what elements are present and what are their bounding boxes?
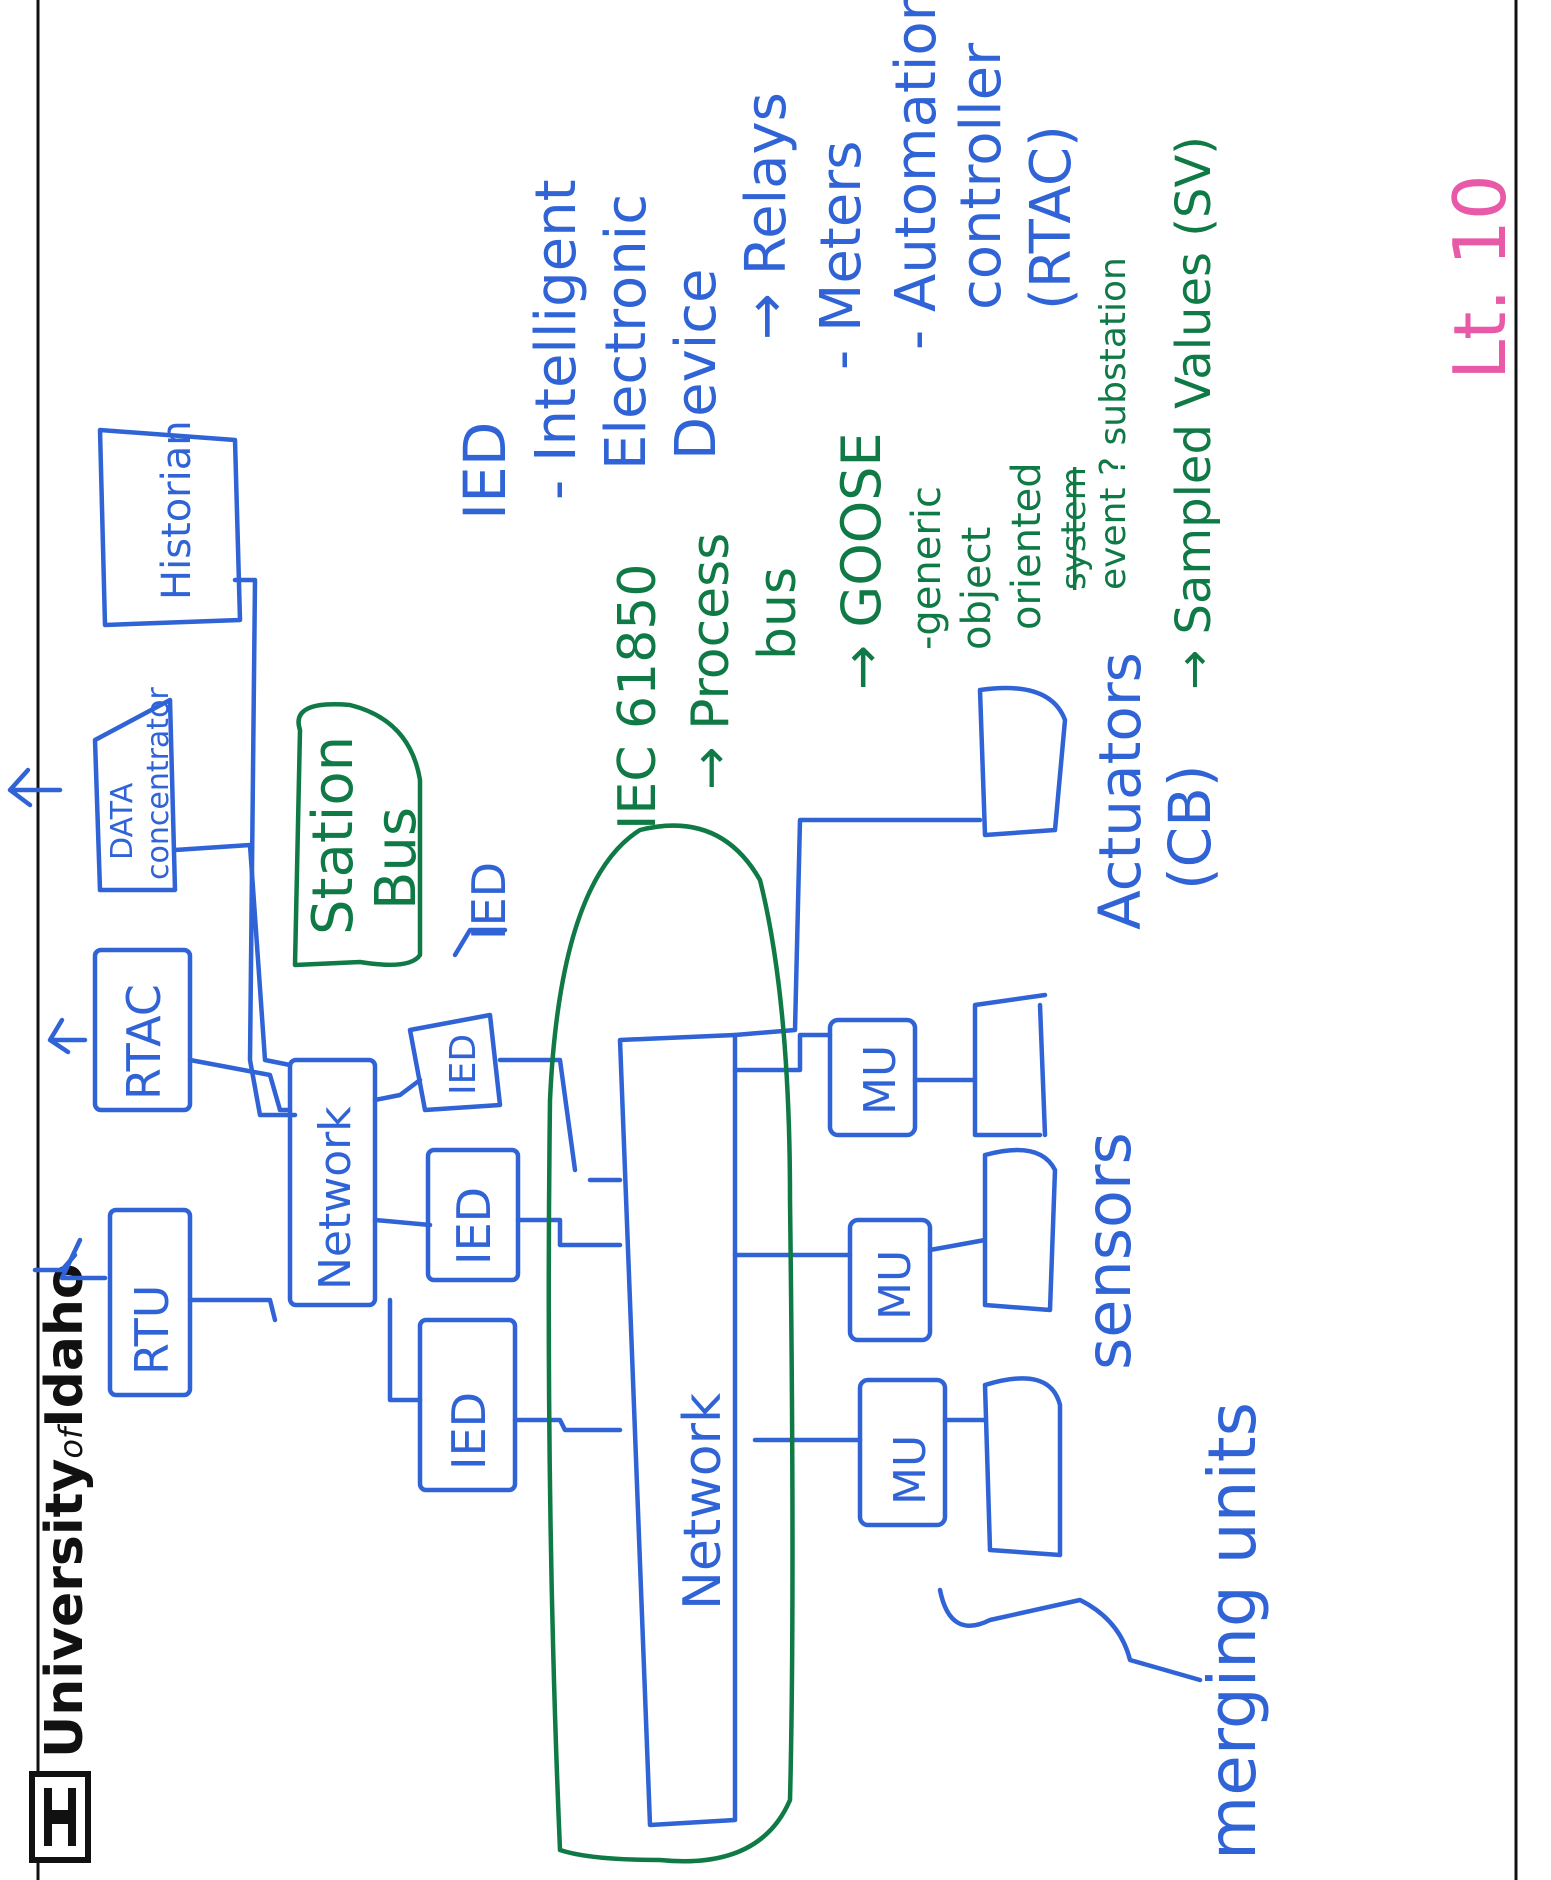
ied-d-label: IED [462, 862, 516, 940]
actuator-box [977, 685, 1068, 838]
historian-box: Historian [97, 420, 243, 628]
ied-note-line-7: controller [949, 42, 1014, 310]
ied-box-b: IED [425, 1147, 521, 1283]
ied-note-line-2: Electronic [594, 194, 659, 470]
ied-note-line-8: (RTAC) [1019, 125, 1084, 310]
mu-3-label: MU [885, 1435, 936, 1505]
mu-1-label: MU [855, 1045, 906, 1115]
iec-line-8: system [1054, 467, 1094, 590]
data-concentrator-line2: concentrator [141, 687, 176, 880]
iec-line-1: IEC 61850 [608, 564, 668, 830]
network-main-label: Network [673, 1393, 733, 1610]
sensors-label: sensors [1072, 1132, 1145, 1370]
mu-box-3: MU [857, 1377, 948, 1528]
data-concentrator-line1: DATA [105, 782, 140, 860]
ied-box-a: IED [417, 1317, 518, 1493]
rtu-box: RTU [32, 1207, 193, 1398]
rtac-box: RTAC [47, 947, 193, 1113]
process-bus-ellipse [546, 823, 795, 1864]
actuators-label: Actuators [1086, 652, 1154, 930]
rtac-label: RTAC [117, 984, 171, 1100]
iec-line-5: -generic [904, 486, 950, 650]
ied-label-d: IED [452, 862, 516, 958]
ied-note-title: IED [451, 422, 519, 520]
station-bus-line1: Station [301, 736, 366, 935]
ied-box-c: IED [407, 1012, 503, 1113]
ied-a-label: IED [442, 1392, 496, 1470]
logo-idaho-text: Idaho [35, 1263, 95, 1427]
sensor-boxes [972, 992, 1063, 1558]
iec-line-3: bus [748, 567, 808, 660]
ied-b-label: IED [447, 1187, 501, 1265]
logo-of-text: of [52, 1423, 90, 1459]
ied-note-line-1: - Intelligent [524, 179, 589, 500]
connector-lines [172, 577, 1203, 1683]
iec-line-2: → Process [681, 533, 741, 790]
data-concentrator-box: DATA concentrator [7, 687, 178, 893]
ied-note-line-4: → Relays [734, 92, 799, 340]
corner-note: Lt. 10 [1438, 174, 1522, 380]
iec-notes: IEC 61850 → Process bus → GOOSE -generic… [608, 136, 1222, 830]
page-frame [36, 0, 1518, 1880]
mu-box-2: MU [847, 1217, 933, 1343]
ied-note-line-6: - Automation [884, 0, 949, 350]
mu-2-label: MU [870, 1250, 921, 1320]
ied-note-line-5: - Meters [809, 141, 874, 370]
iec-line-7: oriented [1004, 462, 1050, 630]
historian-label: Historian [154, 420, 200, 600]
ied-c-label: IED [443, 1034, 484, 1095]
university-logo: UniversityofIdaho [29, 1263, 95, 1863]
ied-note-line-3: Device [664, 268, 729, 460]
svg-text:UniversityofIdaho: UniversityofIdaho [35, 1263, 95, 1758]
network-main-box: Network [617, 1032, 738, 1828]
mu-box-1: MU [827, 1017, 918, 1138]
iec-line-10: → Sampled Values (SV) [1166, 136, 1222, 690]
ied-notes: IED - Intelligent Electronic Device → Re… [451, 0, 1084, 520]
network-top-box: Network [287, 1057, 378, 1308]
iec-line-6: object [954, 527, 1000, 650]
station-bus-bubble: Station Bus [292, 702, 429, 968]
iec-line-9: event ? substation [1093, 257, 1134, 590]
network-top-label: Network [310, 1106, 361, 1290]
logo-university-text: University [35, 1459, 95, 1758]
actuators-cb-label: (CB) [1156, 764, 1224, 890]
station-bus-line2: Bus [364, 807, 429, 910]
rtu-label: RTU [125, 1285, 179, 1375]
merging-units-label: merging units [1194, 1402, 1271, 1860]
iec-line-4: → GOOSE [830, 432, 893, 690]
